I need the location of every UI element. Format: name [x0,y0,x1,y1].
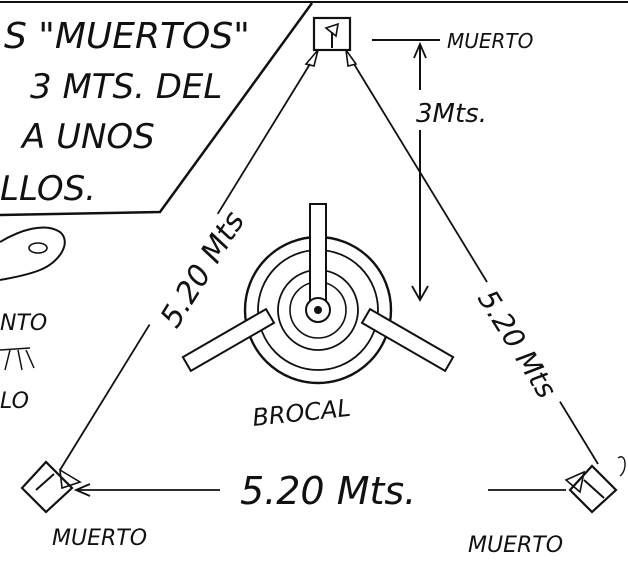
anchor-bottom-right: MUERTO [468,456,626,558]
vertical-distance-label: 3Mts. [416,99,487,129]
well-arm-left [181,307,276,373]
anchor-top: MUERTO [304,16,533,67]
anchor-top-label: MUERTO [447,29,533,53]
well-brocal: BROCAL [181,203,455,432]
vertical-dimension: 3Mts. [411,41,510,302]
well-arm-right [360,307,455,373]
left-fragment-2: LO [0,389,29,414]
note-line-1: S "MUERTOS" [4,16,250,57]
left-fragment-1: NTO [0,311,47,336]
note-line-3: A UNOS [20,117,155,157]
note-line-2: 3 MTS. DEL [30,67,222,107]
note-line-4: LLOS. [0,169,96,209]
left-partial-sketch: NTO LO [0,226,66,414]
bottom-side-line: 5.20 Mts. [73,462,566,513]
anchor-bottom-left: MUERTO [20,460,147,551]
bottom-distance-label: 5.20 Mts. [240,469,416,513]
well-arm-top [309,203,327,301]
anchor-bottom-left-label: MUERTO [52,526,147,551]
note-box: S "MUERTOS" 3 MTS. DEL A UNOS LLOS. [0,2,314,217]
anchor-bottom-right-label: MUERTO [468,533,563,558]
